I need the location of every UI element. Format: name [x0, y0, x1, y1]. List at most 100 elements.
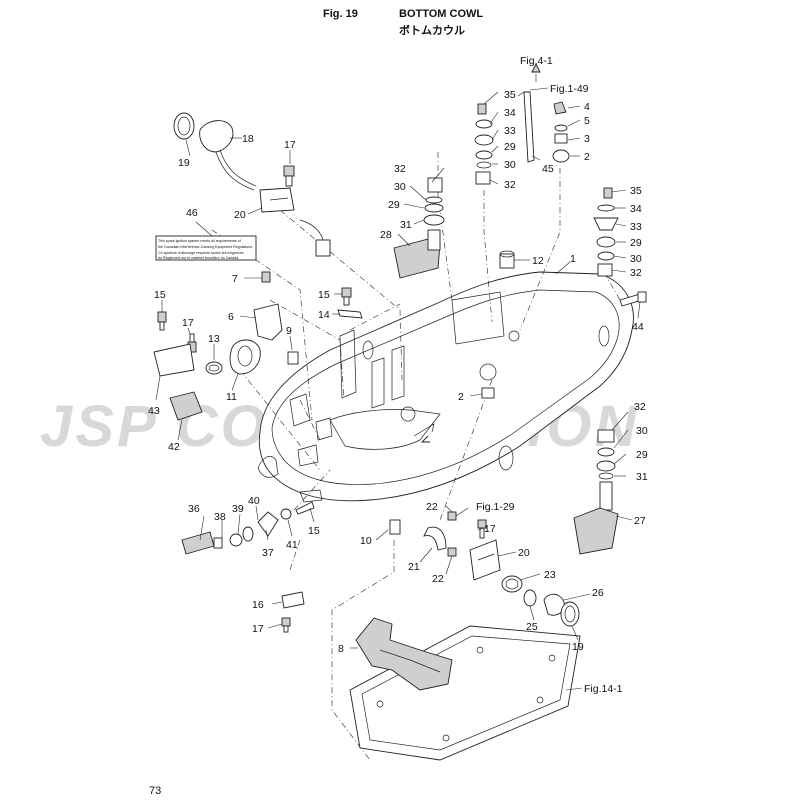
callout-20: 20: [234, 209, 246, 221]
callout-4: 4: [584, 101, 590, 113]
callout-34: 34: [504, 107, 516, 119]
grommet-stack-right-lower: [593, 187, 619, 277]
callout-30: 30: [394, 181, 406, 193]
ref-fig-4-1[interactable]: Fig.4-1: [520, 55, 553, 67]
bottom-cowl-part-1: [257, 271, 634, 503]
callout-32: 32: [394, 163, 406, 175]
figure-references[interactable]: Fig.4-1 Fig.1-49 Fig.1-29 Fig.14-1: [476, 55, 623, 695]
callout-41: 41: [286, 539, 298, 551]
callout-14: 14: [318, 309, 330, 321]
grommet-stack-center: [393, 177, 445, 279]
bolt-part-10: [389, 519, 401, 535]
callout-32: 32: [504, 179, 516, 191]
bolt-part-44: [619, 291, 647, 307]
callout-18: 18: [242, 133, 254, 145]
callout-15: 15: [154, 289, 166, 301]
callout-33: 33: [630, 221, 642, 233]
callout-30: 30: [504, 159, 516, 171]
callout-17: 17: [284, 139, 296, 151]
callout-20: 20: [518, 547, 530, 559]
label-46-line-4: du Règlement sur le matériel brouilleur …: [158, 256, 239, 260]
callout-27: 27: [634, 515, 646, 527]
callout-22: 22: [432, 573, 444, 585]
callout-44: 44: [632, 321, 644, 333]
callout-45: 45: [542, 163, 554, 175]
clip-part-16: [281, 591, 305, 633]
grommet-assembly-18-19-20: [173, 112, 331, 257]
callout-22: 22: [426, 501, 438, 513]
callout-31: 31: [400, 219, 412, 231]
grommet-stack-center-top: [474, 103, 494, 185]
arrow-icons: [420, 62, 541, 443]
callout-35: 35: [504, 89, 516, 101]
callout-2: 2: [584, 151, 590, 163]
callout-9: 9: [286, 325, 292, 337]
cable-grommet-part-11-13: [205, 339, 261, 375]
callout-numbers: 1 2 2 3 4 5 6 7 8 9 10 11 12 13 14 15 15…: [148, 89, 648, 655]
bracket-part-8: [355, 617, 453, 691]
callout-1: 1: [570, 253, 576, 265]
callout-12: 12: [532, 255, 544, 267]
callout-10: 10: [360, 535, 372, 547]
callout-46: 46: [186, 207, 198, 219]
callout-6: 6: [228, 311, 234, 323]
callout-25: 25: [526, 621, 538, 633]
callout-35: 35: [630, 185, 642, 197]
direction-arrow-icon: [420, 435, 430, 443]
callout-19: 19: [572, 641, 584, 653]
label-46-line-2: the Canadian Interference-Causing Equipm…: [158, 245, 253, 249]
clip-part-14-15: [337, 287, 363, 319]
callout-32: 32: [634, 401, 646, 413]
callout-28: 28: [380, 229, 392, 241]
callout-17: 17: [182, 317, 194, 329]
label-46-line-3: Ce système d'allumage respecte toutes le…: [158, 251, 244, 255]
bracket-assembly-42-43: [153, 311, 203, 421]
page-number: 73: [149, 785, 162, 797]
grommet-part-2-lower: [481, 387, 495, 399]
callout-21: 21: [408, 561, 420, 573]
assembly-lines: [211, 152, 621, 761]
callout-31: 31: [636, 471, 648, 483]
label-part-46: This spark ignition system meets all req…: [155, 235, 257, 261]
leader-lines: [155, 74, 641, 691]
callout-26: 26: [592, 587, 604, 599]
callout-15: 15: [308, 525, 320, 537]
callout-15: 15: [318, 289, 330, 301]
callout-29: 29: [630, 237, 642, 249]
callout-16: 16: [252, 599, 264, 611]
callout-23: 23: [544, 569, 556, 581]
callout-33: 33: [504, 125, 516, 137]
callout-37: 37: [262, 547, 274, 559]
hose-part-45: [517, 91, 535, 163]
callout-39: 39: [232, 503, 244, 515]
callout-36: 36: [188, 503, 200, 515]
callout-19: 19: [178, 157, 190, 169]
ref-fig-1-29[interactable]: Fig.1-29: [476, 501, 515, 513]
ref-fig-14-1[interactable]: Fig.14-1: [584, 683, 623, 695]
lever-assembly-36-41: [181, 501, 315, 555]
callout-8: 8: [338, 643, 344, 655]
callout-29: 29: [504, 141, 516, 153]
page-title: BOTTOM COWL: [399, 8, 484, 20]
callout-29: 29: [636, 449, 648, 461]
callout-7: 7: [232, 273, 238, 285]
bolt-part-17-top: [283, 165, 295, 187]
callout-17: 17: [252, 623, 264, 635]
callout-2: 2: [458, 391, 464, 403]
callout-32: 32: [630, 267, 642, 279]
bracket-part-6: [253, 271, 283, 341]
callout-30: 30: [630, 253, 642, 265]
hose-assembly-20-26: [423, 511, 580, 627]
callout-30: 30: [636, 425, 648, 437]
callout-42: 42: [168, 441, 180, 453]
callout-3: 3: [584, 133, 590, 145]
callout-43: 43: [148, 405, 160, 417]
label-46-line-1: This spark ignition system meets all req…: [158, 239, 241, 243]
grommet-stack-right: [552, 101, 570, 163]
callout-38: 38: [214, 511, 226, 523]
callout-13: 13: [208, 333, 220, 345]
callout-5: 5: [584, 115, 590, 127]
grommet-stack-right-side: [573, 429, 619, 555]
ref-fig-1-49[interactable]: Fig.1-49: [550, 83, 589, 95]
